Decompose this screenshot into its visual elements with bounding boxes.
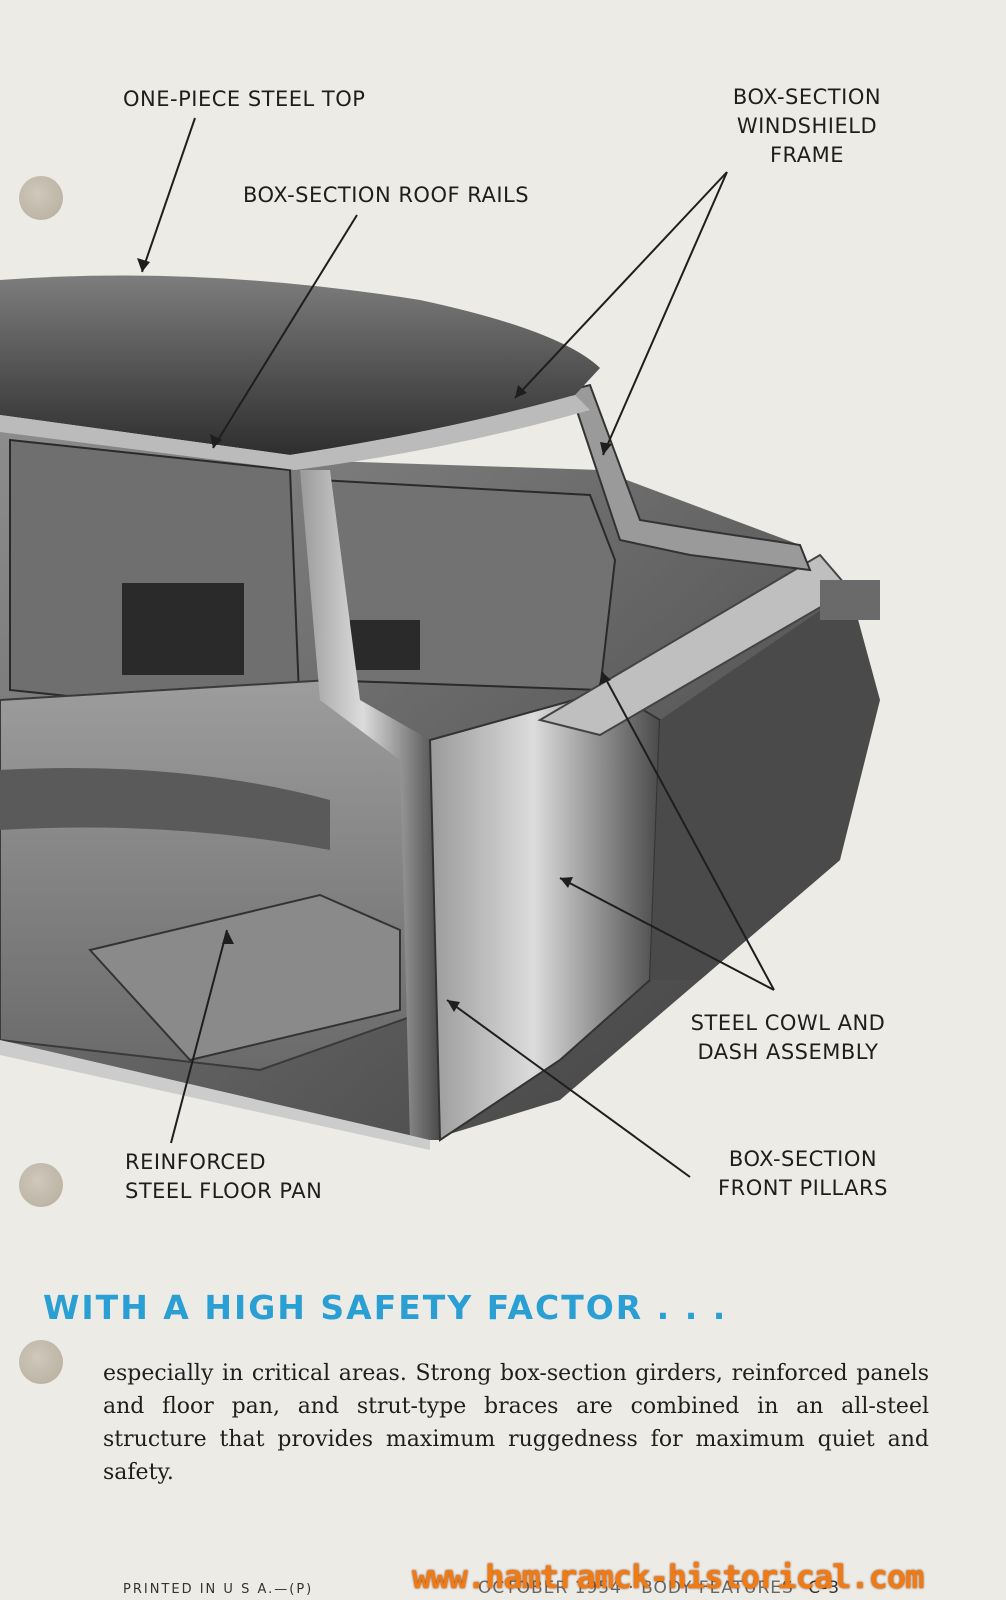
arrowhead xyxy=(210,434,222,448)
footer-edition-text: OCTOBER 1954 · BODY FEATURES xyxy=(478,1578,794,1598)
rear-door-panel xyxy=(9,438,302,722)
label-front-pillars: BOX-SECTION FRONT PILLARS xyxy=(718,1147,888,1200)
floor-panel-raised xyxy=(88,893,401,1062)
roof-panel xyxy=(0,275,600,455)
binder-hole xyxy=(19,176,63,220)
arrowhead xyxy=(137,258,150,272)
rear-window-opening xyxy=(122,583,244,675)
windshield-pillar xyxy=(568,383,812,572)
watermark: www.hamtramck-historical.com xyxy=(412,1558,924,1596)
label-steel-top: ONE-PIECE STEEL TOP xyxy=(123,87,366,111)
footer-printed: PRINTED IN U S A.—(P) xyxy=(123,1582,314,1597)
body-paragraph: especially in critical areas. Strong box… xyxy=(103,1361,929,1485)
front-window-opening xyxy=(350,620,420,670)
leader-lines xyxy=(141,117,775,1178)
tunnel xyxy=(0,768,330,850)
arrowhead xyxy=(515,385,527,398)
footer-page-number: C-3 xyxy=(808,1578,841,1598)
binder-hole xyxy=(19,1340,63,1384)
binder-hole xyxy=(19,1163,63,1207)
label-floor-pan: REINFORCED STEEL FLOOR PAN xyxy=(125,1150,323,1203)
label-windshield-frame: BOX-SECTION WINDSHIELD FRAME xyxy=(732,85,882,167)
leader-arrowheads xyxy=(137,258,612,1012)
arrowhead xyxy=(222,930,234,944)
footer-edition: OCTOBER 1954 · BODY FEATURES C-3 xyxy=(478,1578,840,1598)
arrowhead xyxy=(600,442,612,455)
rocker-sill xyxy=(0,1040,430,1150)
front-pillar xyxy=(300,470,440,1140)
label-roof-rails: BOX-SECTION ROOF RAILS xyxy=(243,183,530,207)
label-cowl-dash: STEEL COWL AND DASH ASSEMBLY xyxy=(690,1011,886,1064)
dash-side xyxy=(650,590,880,980)
arrowhead xyxy=(599,672,611,685)
dash-bracket xyxy=(820,580,880,620)
arrowhead xyxy=(447,1000,460,1012)
roof-edge xyxy=(0,395,590,470)
headline: WITH A HIGH SAFETY FACTOR . . . xyxy=(43,1288,728,1327)
arrowhead xyxy=(560,877,573,888)
